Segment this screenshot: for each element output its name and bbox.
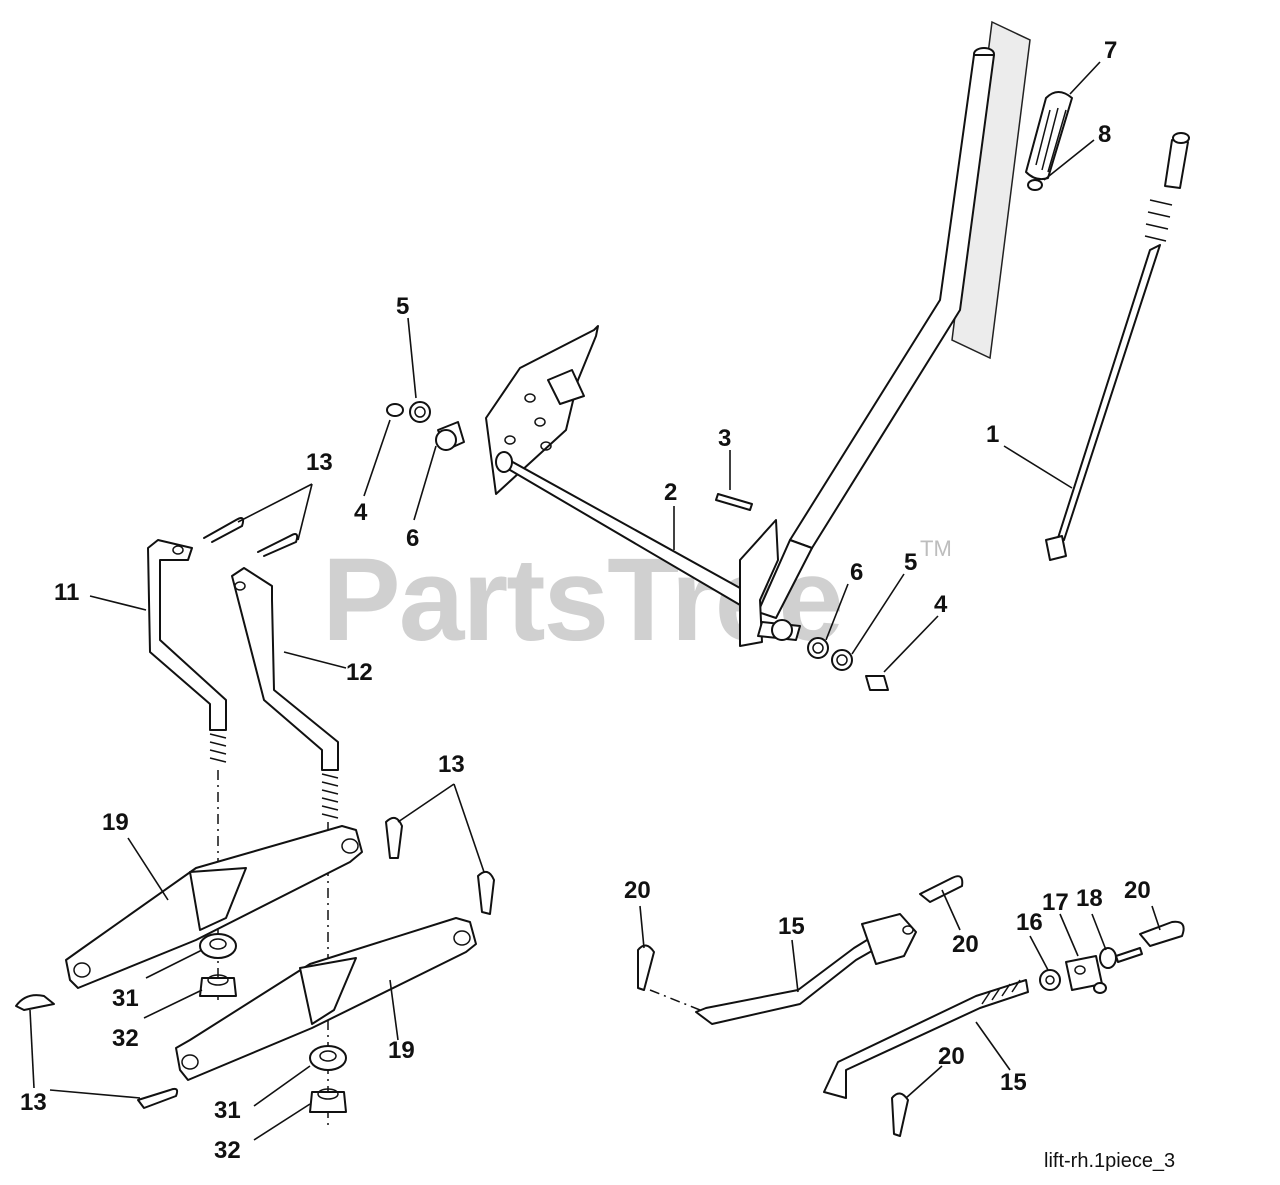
callout-5: 5 [904, 549, 917, 576]
callout-6: 6 [406, 525, 419, 552]
callout-17: 17 [1042, 889, 1069, 916]
callout-19: 19 [388, 1037, 415, 1064]
callout-1: 1 [986, 421, 999, 448]
callout-32: 32 [112, 1025, 139, 1052]
lift-link-12 [231, 567, 339, 819]
right-hardware [771, 619, 889, 691]
callout-4: 4 [354, 499, 368, 526]
lift-lever [757, 47, 995, 619]
callout-18: 18 [1076, 885, 1103, 912]
callout-15: 15 [778, 913, 805, 940]
lift-rod-lower [823, 979, 1029, 1099]
callout-19: 19 [102, 809, 129, 836]
lift-arm-upper [65, 825, 363, 989]
spring-clips-20 [637, 875, 1185, 1137]
callout-16: 16 [1016, 909, 1043, 936]
callout-13: 13 [306, 449, 333, 476]
callout-20: 20 [952, 931, 979, 958]
callout-15: 15 [1000, 1069, 1027, 1096]
callout-7: 7 [1104, 37, 1117, 64]
callout-8: 8 [1098, 121, 1111, 148]
callout-31: 31 [112, 985, 139, 1012]
roll-pin [715, 493, 753, 511]
callout-12: 12 [346, 659, 373, 686]
nut-right [309, 1088, 347, 1113]
lift-arm-lower [175, 917, 477, 1081]
nut-left [199, 974, 237, 997]
callout-20: 20 [938, 1043, 965, 1070]
washer-18 [1099, 947, 1143, 969]
callout-20: 20 [1124, 877, 1151, 904]
handle-grip [1025, 91, 1073, 191]
nut-16 [1039, 969, 1061, 991]
callouts: 1 2 3 4 4 5 5 6 6 7 8 11 12 13 13 13 15 … [20, 37, 1151, 1164]
callout-11: 11 [54, 579, 79, 606]
callout-31: 31 [214, 1097, 241, 1124]
centerline-rod [649, 989, 701, 1011]
callout-5: 5 [396, 293, 409, 320]
bushing-left [199, 933, 237, 959]
hairpin-clips-13 [15, 517, 495, 1109]
callout-4: 4 [934, 591, 948, 618]
lift-link-11 [147, 539, 227, 763]
spring-rod [1045, 132, 1190, 561]
callout-13: 13 [20, 1089, 47, 1116]
left-hardware [386, 401, 465, 451]
lift-rod-upper [695, 913, 917, 1025]
bushing-right [309, 1045, 347, 1071]
callout-3: 3 [718, 425, 731, 452]
callout-32: 32 [214, 1137, 241, 1164]
leader-lines [29, 61, 1161, 1141]
trunnion-17 [1065, 955, 1107, 994]
callout-13: 13 [438, 751, 465, 778]
watermark-trademark: TM [920, 536, 952, 561]
diagram-filename: lift-rh.1piece_3 [1044, 1150, 1176, 1172]
callout-2: 2 [664, 479, 677, 506]
callout-20: 20 [624, 877, 651, 904]
callout-6: 6 [850, 559, 863, 586]
